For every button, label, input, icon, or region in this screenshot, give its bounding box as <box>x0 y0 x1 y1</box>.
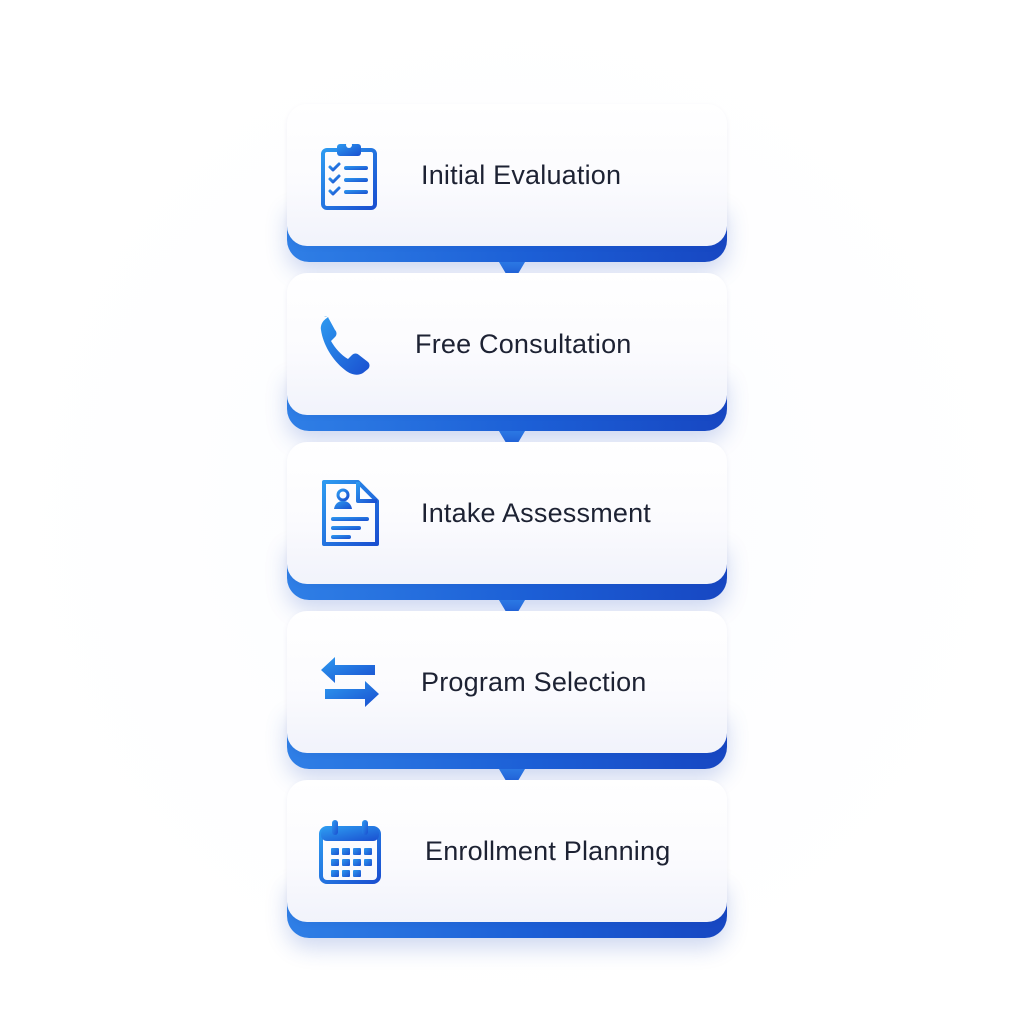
step-label: Free Consultation <box>415 328 632 359</box>
phone-icon <box>320 316 370 375</box>
step-card: Program Selection <box>287 611 727 753</box>
step-card: Initial Evaluation <box>287 104 727 246</box>
step-intake-assessment: Intake Assessment <box>287 442 727 600</box>
clipboard-checklist-icon <box>321 142 377 210</box>
step-label: Intake Assessment <box>421 497 652 528</box>
step-label: Initial Evaluation <box>421 159 622 190</box>
step-card: Enrollment Planning <box>287 780 727 922</box>
calendar-icon <box>319 820 381 884</box>
step-program-selection: Program Selection <box>287 611 727 769</box>
profile-document-icon <box>322 480 379 546</box>
step-enrollment-planning: Enrollment Planning <box>287 780 727 938</box>
step-label: Enrollment Planning <box>425 835 671 866</box>
step-card: Intake Assessment <box>287 442 727 584</box>
step-label: Program Selection <box>421 666 647 697</box>
step-free-consultation: Free Consultation <box>287 273 727 431</box>
swap-arrows-icon <box>321 657 379 707</box>
step-initial-evaluation: Initial Evaluation <box>287 104 727 262</box>
step-card: Free Consultation <box>287 273 727 415</box>
